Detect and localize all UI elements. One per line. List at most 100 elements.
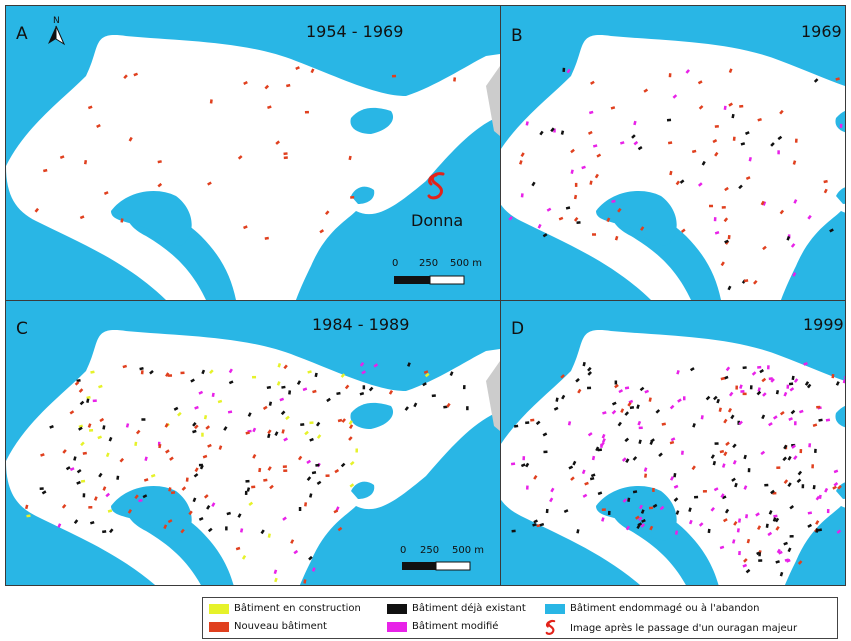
building-mark [168,374,173,377]
building-mark [158,443,162,449]
building-mark [762,201,767,206]
building-mark [560,374,565,379]
lagoon [350,107,394,134]
building-mark [732,443,737,449]
building-mark [815,495,820,501]
building-mark [211,502,216,508]
building-mark [825,418,831,422]
building-mark [669,170,673,176]
building-mark [267,429,272,435]
building-mark [764,483,769,487]
building-mark [701,160,706,166]
building-mark [721,495,727,500]
building-mark [202,454,208,459]
building-mark [614,235,619,241]
panel-period: 1984 - 1989 [312,315,410,334]
building-mark [772,415,778,420]
building-mark [590,473,596,478]
legend-swatch [387,621,407,632]
building-mark [719,545,725,550]
legend-item-existing: Bâtiment déjà existant [387,603,526,614]
building-mark [348,155,352,161]
building-mark [631,134,636,139]
lagoon [596,486,677,541]
building-mark [666,118,672,122]
building-mark [638,439,642,445]
building-mark [349,483,355,488]
building-mark [731,477,736,482]
building-mark [740,390,745,393]
building-mark [120,218,124,223]
building-mark [768,510,773,515]
building-mark [359,391,365,396]
building-mark [790,409,796,415]
jetty [486,361,500,431]
scale-bar: 0 250 500 m [392,258,482,288]
building-mark [188,510,193,516]
building-mark [535,420,541,426]
building-mark [641,519,646,523]
building-mark [201,432,204,437]
building-mark [602,411,607,415]
frame-border [845,5,846,586]
building-mark [324,210,330,216]
panel-divider-horizontal [5,300,846,301]
building-mark [539,130,544,136]
building-mark [103,191,109,195]
building-mark [43,168,48,173]
lagoon [835,405,845,428]
building-mark [69,467,75,472]
building-mark [373,363,379,368]
building-mark [745,514,749,519]
building-mark [617,207,622,213]
building-mark [82,493,86,498]
building-mark [714,124,719,128]
building-mark [449,371,454,376]
building-mark [597,448,603,452]
building-mark [792,160,797,165]
scale-tick: 0 [400,545,407,556]
building-mark [244,490,248,495]
building-mark [625,525,630,531]
building-mark [738,551,741,556]
building-mark [789,387,795,392]
building-mark [808,443,812,448]
building-mark [226,511,231,516]
building-mark [87,105,93,110]
building-mark [518,160,523,165]
building-mark [773,514,778,518]
building-mark [679,179,685,184]
building-mark [601,508,606,511]
building-mark [133,72,138,77]
building-mark [777,135,783,141]
building-mark [757,525,762,531]
building-mark [167,519,173,524]
building-mark [655,409,661,414]
building-mark [611,409,617,415]
building-mark [594,173,599,179]
building-mark [636,404,640,409]
building-mark [745,568,751,574]
building-mark [728,391,734,397]
building-mark [753,280,758,285]
building-mark [723,451,728,457]
building-mark [735,385,738,390]
building-mark [102,486,107,491]
building-mark [601,433,606,439]
building-mark [180,371,185,375]
building-mark [228,368,233,374]
building-mark [793,199,798,204]
jetty [486,66,500,136]
building-mark [542,432,548,437]
building-mark [307,370,312,374]
building-mark [817,528,823,532]
building-mark [607,510,611,516]
building-mark [582,361,586,367]
building-mark [165,372,170,378]
building-mark [560,130,565,135]
building-mark [211,392,215,398]
building-mark [283,364,288,370]
building-mark [237,513,242,518]
building-mark [34,207,40,213]
building-mark [673,497,679,502]
